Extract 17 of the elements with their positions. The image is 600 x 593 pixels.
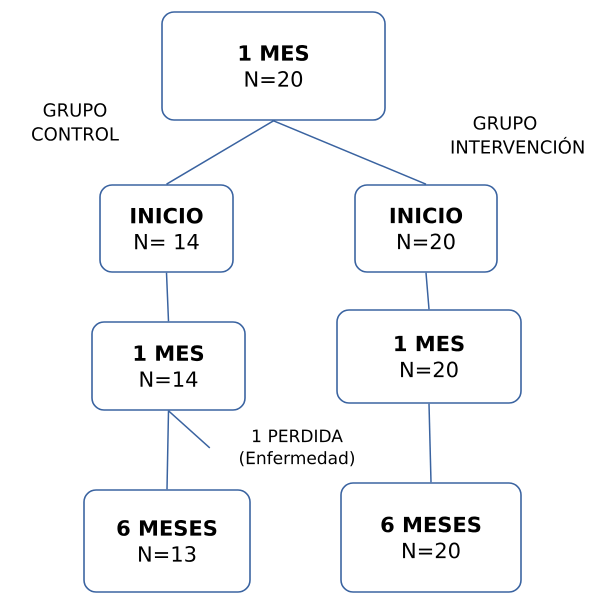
stage-box: 6 MESES N=20 [340, 482, 522, 593]
note-text: 1 PERDIDA (Enfermedad) [240, 430, 354, 466]
stage-box: 6 MESES N=13 [83, 489, 251, 593]
connector-line [273, 120, 426, 185]
stage-box: INICIO N=20 [354, 184, 498, 273]
leader-line [168, 410, 210, 449]
stage-box: INICIO N= 14 [99, 184, 234, 273]
stage-box: 1 MES N=20 [161, 11, 386, 121]
connector-line [166, 410, 170, 490]
group-label: GRUPO INTERVENCIÓN [452, 116, 584, 154]
group-label: GRUPO CONTROL [32, 103, 119, 141]
connector-line [166, 120, 274, 185]
stage-box: 1 MES N=20 [336, 309, 522, 404]
connector-line [166, 272, 170, 322]
connector-line [428, 404, 432, 482]
stage-box: 1 MES N=14 [91, 321, 246, 411]
connector-line [425, 272, 430, 310]
